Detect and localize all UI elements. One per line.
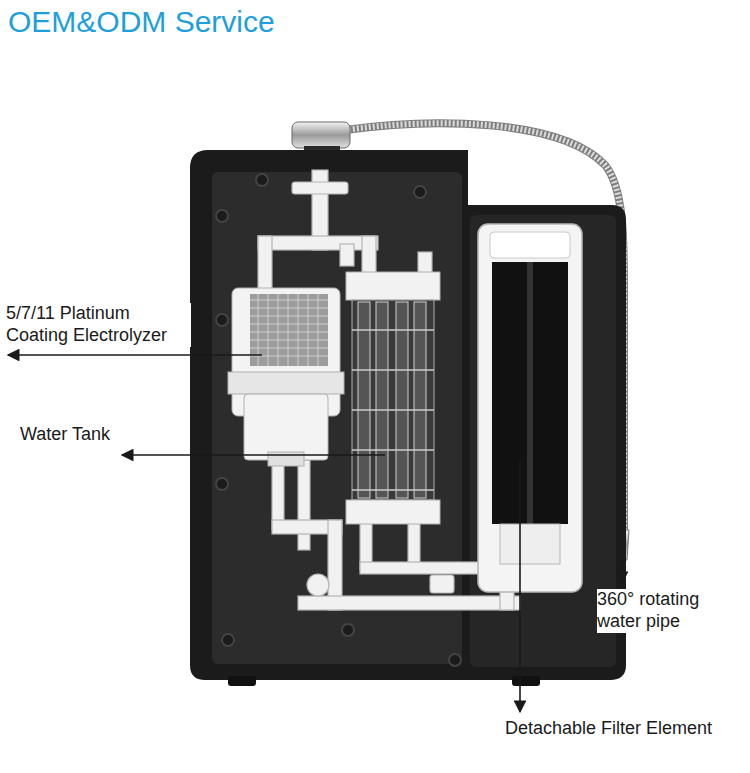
water-tank — [346, 272, 440, 524]
electrolyzer — [228, 288, 344, 466]
callout-label: 360° rotating water pipe — [597, 589, 745, 633]
page-title: OEM&ODM Service — [8, 4, 275, 41]
housing — [190, 150, 626, 686]
callout-label: Water Tank — [20, 424, 140, 446]
callout-label: 5/7/11 Platinum Coating Electrolyzer — [6, 303, 191, 347]
filter-element — [478, 224, 582, 592]
callout-label: Detachable Filter Element — [505, 718, 745, 740]
leader-lines — [8, 355, 622, 712]
